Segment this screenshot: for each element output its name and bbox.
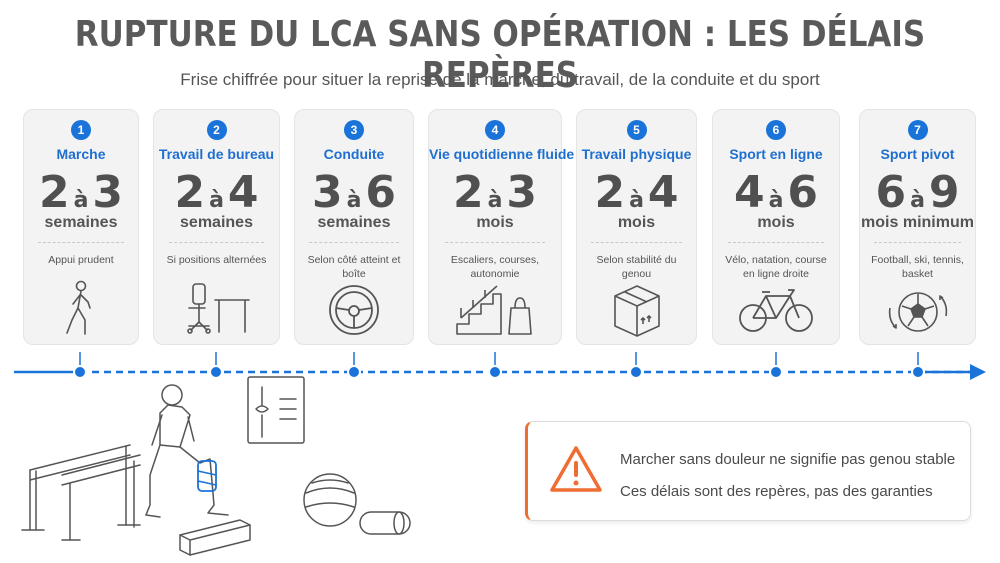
step-number-badge: 3 <box>344 120 364 140</box>
milestone-unit: semaines <box>317 214 391 231</box>
milestone-note: Football, ski, tennis, basket <box>871 254 964 280</box>
steering-wheel-icon <box>329 285 379 335</box>
milestone-note: Si positions alternées <box>166 254 267 266</box>
milestone-label: Sport en ligne <box>729 146 823 162</box>
office-chair-desk-icon <box>186 283 250 334</box>
stairs-shopping-bag-icon <box>456 285 532 335</box>
bicycle-icon <box>739 289 813 332</box>
milestone-label: Vie quotidienne fluide <box>429 146 575 162</box>
walking-person-icon <box>66 280 91 335</box>
milestone-note: Selon stabilité du genou <box>596 254 677 280</box>
milestone-label: Travail de bureau <box>158 146 275 162</box>
milestone-unit: mois <box>476 214 514 231</box>
milestone-unit: semaines <box>180 214 253 231</box>
milestone-note: Appui prudent <box>48 254 114 266</box>
warning-text-2: Ces délais sont des repères, pas des gar… <box>620 483 933 500</box>
milestone-unit: mois <box>757 214 795 231</box>
step-number-badge: 6 <box>766 120 786 140</box>
soccer-ball-icon <box>888 292 947 332</box>
box-icon <box>613 285 660 337</box>
milestone-unit: mois <box>617 214 656 231</box>
rehabilitation-scene-illustration <box>21 376 411 556</box>
page-title: RUPTURE DU LCA SANS OPÉRATION : LES DÉLA… <box>74 14 926 96</box>
warning-triangle-icon <box>550 446 602 492</box>
divider <box>728 242 824 243</box>
milestone-label: Sport pivot <box>880 146 955 162</box>
divider <box>873 242 962 243</box>
milestone-note: Escaliers, courses, autonomie <box>450 254 540 280</box>
milestone-unit: mois minimum <box>861 214 974 231</box>
milestone-label: Conduite <box>323 146 385 162</box>
divider <box>37 242 125 243</box>
step-number-badge: 2 <box>206 120 227 140</box>
warning-text-1: Marcher sans douleur ne signifie pas gen… <box>620 451 956 468</box>
milestone-note: Selon côté atteint et boîte <box>307 254 401 280</box>
divider <box>309 242 399 243</box>
step-number-badge: 5 <box>626 120 647 140</box>
timeline-arrow <box>14 352 986 380</box>
divider <box>591 242 682 243</box>
step-number-badge: 4 <box>485 120 505 140</box>
page-subtitle: Frise chiffrée pour situer la reprise de… <box>180 70 820 89</box>
step-number-badge: 7 <box>907 120 928 140</box>
step-number-badge: 1 <box>71 120 91 140</box>
milestone-note: Vélo, natation, course en ligne droite <box>725 254 827 280</box>
divider <box>169 242 264 243</box>
divider <box>444 242 546 243</box>
milestone-label: Travail physique <box>581 146 692 162</box>
milestone-unit: semaines <box>44 214 118 231</box>
warning-callout: Marcher sans douleur ne signifie pas gen… <box>525 421 971 521</box>
milestone-label: Marche <box>56 146 106 162</box>
